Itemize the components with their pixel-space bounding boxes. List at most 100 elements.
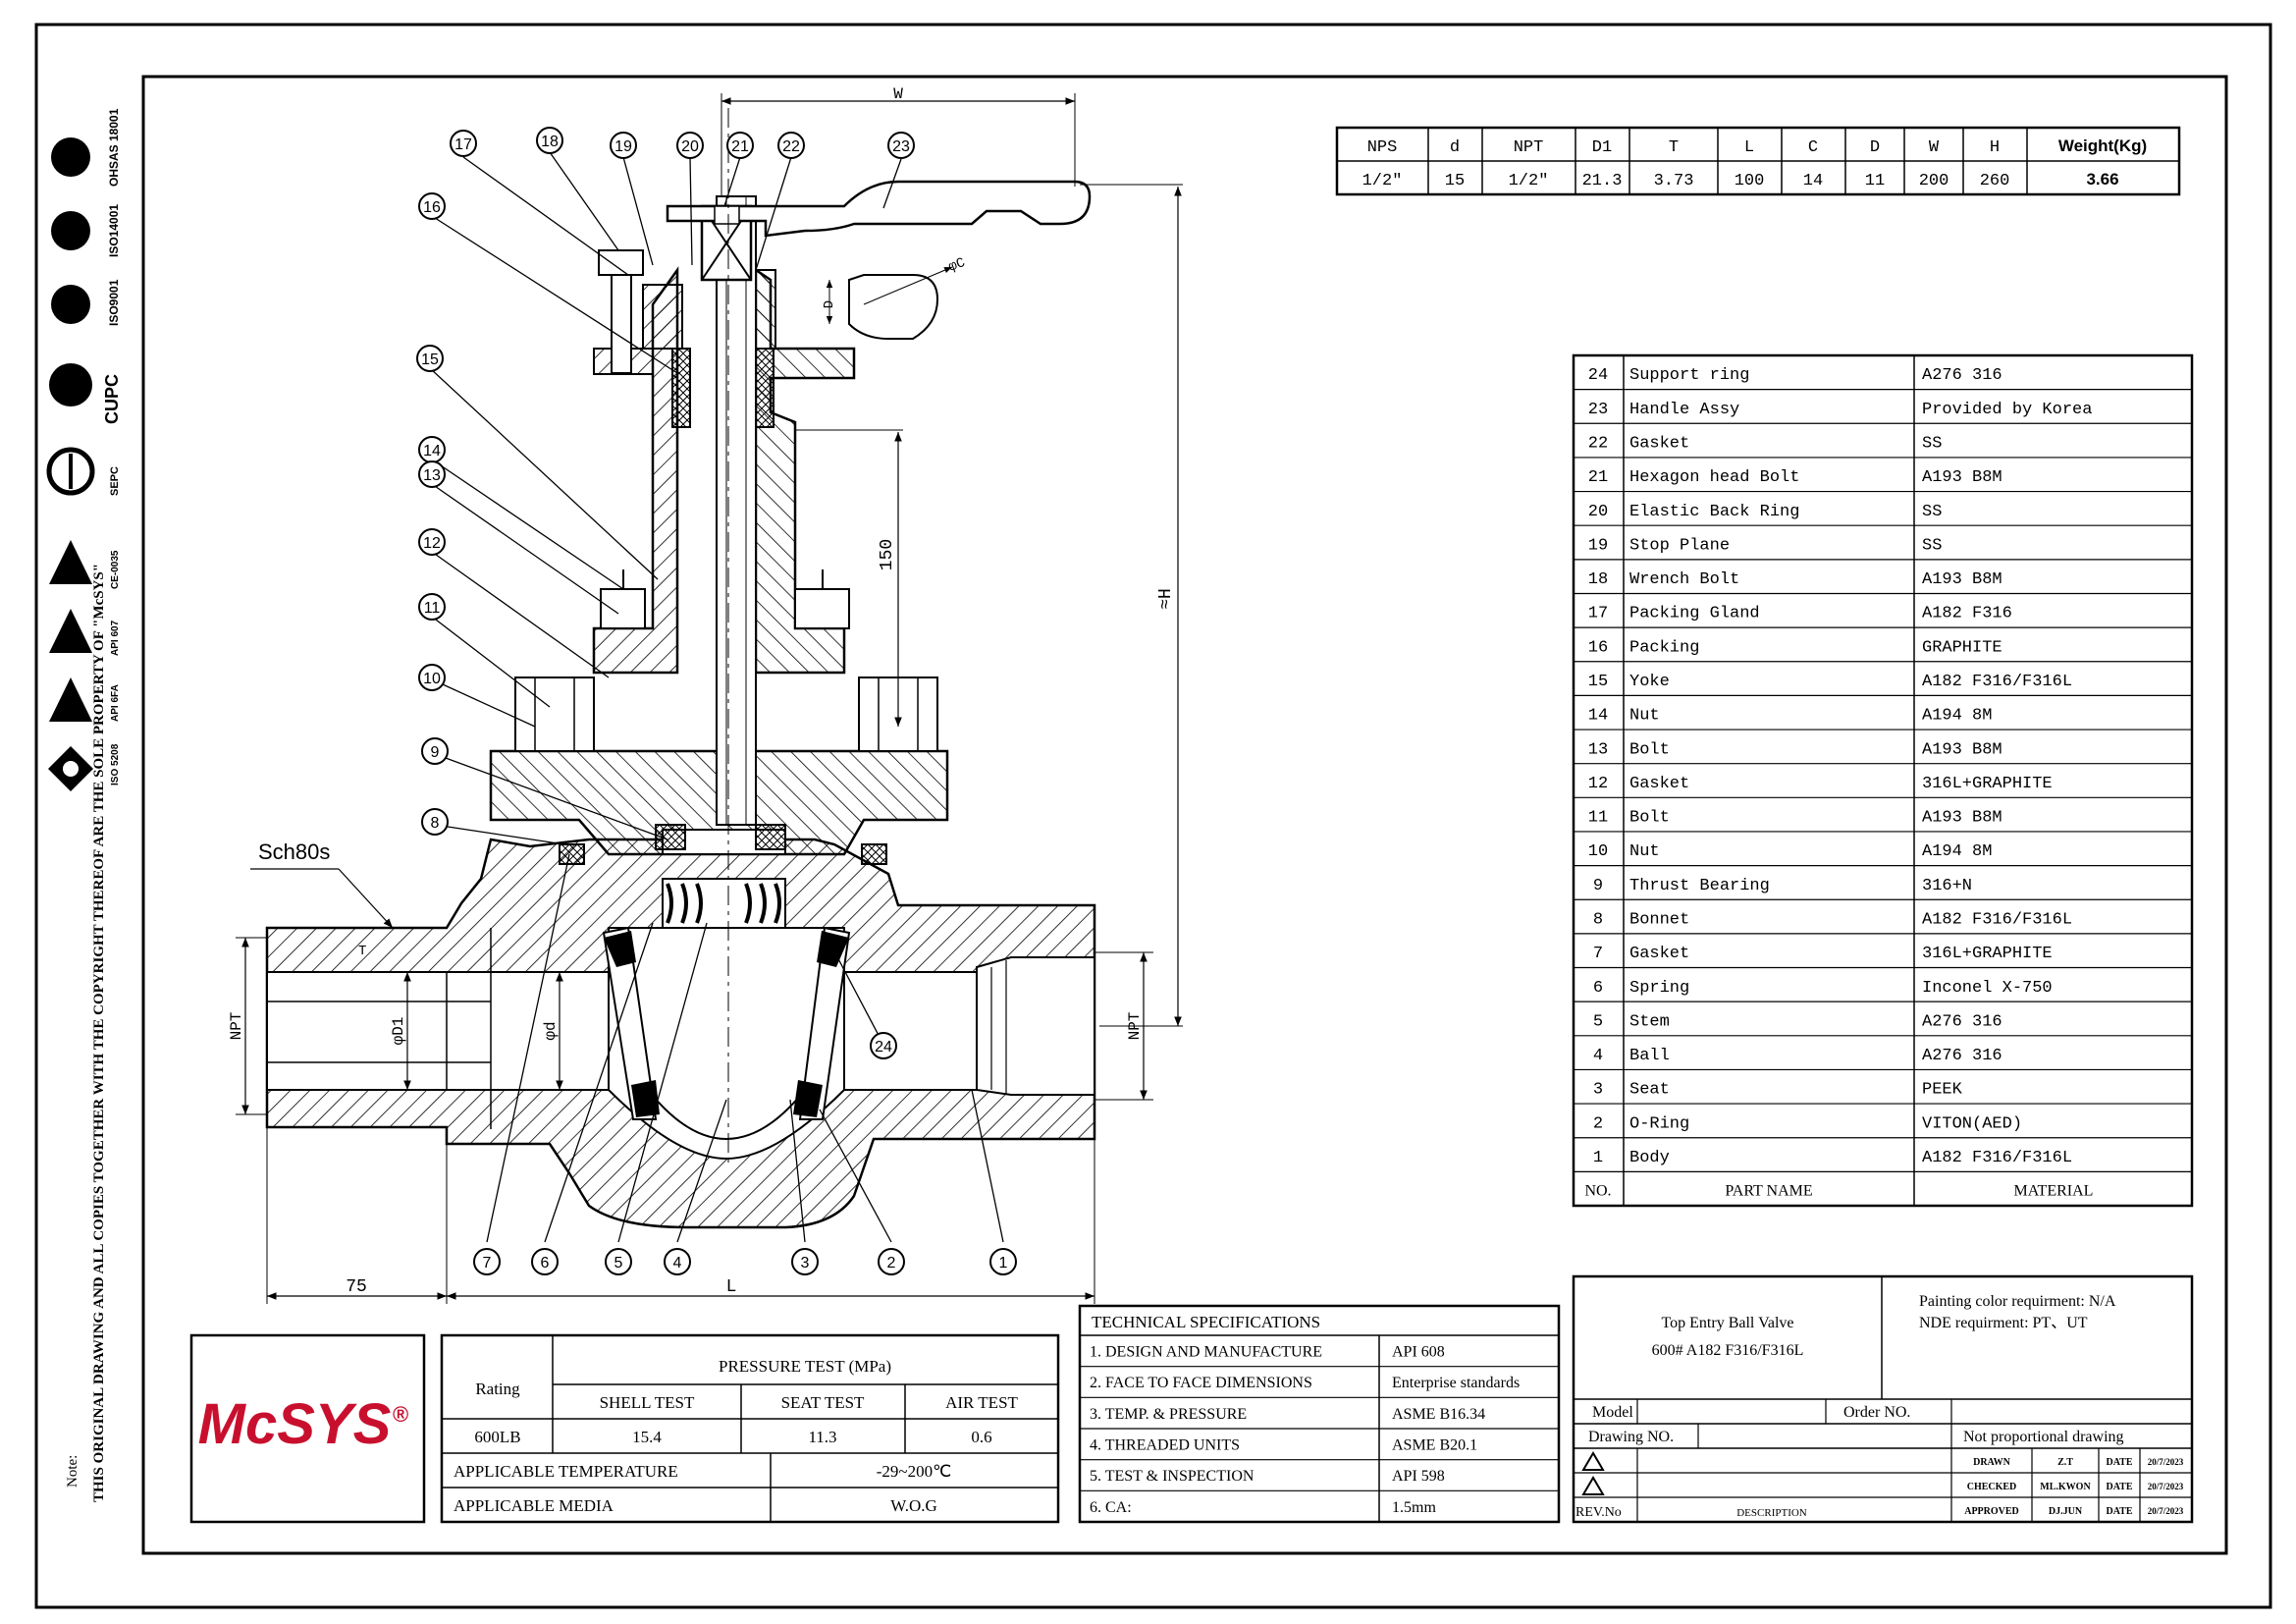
part-name: Bonnet (1629, 910, 1689, 929)
dim-value-w: 200 (1919, 172, 1949, 190)
handle (666, 180, 1092, 238)
balloon-label: 2 (887, 1255, 896, 1272)
parts-footer-name: PART NAME (1725, 1183, 1812, 1200)
temp-label: APPLICABLE TEMPERATURE (454, 1462, 678, 1481)
balloon-23 (887, 132, 915, 159)
tech-spec-label: 4. THREADED UNITS (1090, 1437, 1240, 1454)
tech-spec-value: API 608 (1392, 1344, 1445, 1361)
sign-name: ML.KWON (2040, 1482, 2091, 1492)
spring (662, 878, 786, 929)
balloon-18 (536, 127, 563, 154)
balloon-12 (418, 528, 446, 556)
svg-text:API 607: API 607 (110, 620, 121, 656)
right-seat (798, 926, 851, 1120)
sign-date-label: DATE (2106, 1506, 2132, 1517)
sign-name: Z.T (2057, 1457, 2073, 1468)
hex-head-bolt (714, 205, 740, 225)
sepc-seal-icon: SEPC (46, 447, 121, 496)
dim-h-label: ≈H (1156, 588, 1176, 610)
balloon-19 (610, 132, 637, 159)
dim-header-h: H (1990, 138, 2000, 157)
dim-t-label: T (358, 944, 366, 959)
balloon-21 (726, 132, 754, 159)
balloon-label: 4 (673, 1255, 682, 1272)
dim-value-l: 100 (1735, 172, 1765, 190)
balloon-label: 7 (483, 1255, 492, 1272)
balloon-label: 3 (801, 1255, 810, 1272)
part-material: SS (1922, 435, 1942, 454)
balloon-label: 21 (731, 138, 749, 155)
title-line-1: Top Entry Ball Valve (1661, 1315, 1793, 1331)
balloon-label: 5 (614, 1255, 623, 1272)
balloon-8 (421, 808, 449, 836)
balloon-6 (531, 1248, 559, 1275)
tech-spec-label: 6. CA: (1090, 1499, 1132, 1516)
balloon-label: 19 (614, 138, 632, 155)
part-material: SS (1922, 503, 1942, 521)
packing-gland (642, 284, 683, 350)
technical-specifications-table: TECHNICAL SPECIFICATIONS 1. DESIGN AND M… (1078, 1304, 1561, 1524)
dim-value-h: 260 (1980, 172, 2010, 190)
dim-header-d: d (1450, 138, 1460, 157)
balloon-label: 11 (424, 600, 441, 617)
tech-spec-label: 3. TEMP. & PRESSURE (1090, 1406, 1247, 1423)
part-name: Elastic Back Ring (1629, 503, 1799, 521)
dim-header-dd: D (1870, 138, 1880, 157)
dim-d-label: φd (542, 1021, 560, 1040)
balloon-9 (421, 737, 449, 765)
packing-left (671, 348, 691, 428)
part-no: 2 (1593, 1114, 1603, 1133)
balloon-label: 14 (423, 443, 441, 460)
part-no: 20 (1588, 503, 1608, 521)
tech-spec-value: ASME B20.1 (1392, 1437, 1477, 1454)
dim-w-label: W (893, 85, 903, 103)
part-name: Handle Assy (1629, 401, 1739, 419)
iso5208-diamond-icon: ISO 5208 (48, 743, 121, 791)
part-name: O-Ring (1629, 1114, 1689, 1133)
parts-footer-material: MATERIAL (2014, 1183, 2094, 1200)
certification-marks: OHSAS 18001 ISO14001 ISO9001 CUPC SEPC C… (46, 108, 122, 791)
api-triangle-icon: CE-0035 (49, 540, 121, 589)
part-no: 7 (1593, 945, 1603, 963)
tech-spec-label: 1. DESIGN AND MANUFACTURE (1090, 1344, 1322, 1361)
sign-role: APPROVED (1964, 1506, 2019, 1517)
title-block: Top Entry Ball Valve 600# A182 F316/F316… (1572, 1274, 2194, 1524)
ohsas-seal-icon: OHSAS 18001 (51, 108, 121, 187)
part-no: 4 (1593, 1047, 1603, 1065)
thrust-bearing-right (755, 824, 786, 850)
part-no: 21 (1588, 468, 1608, 487)
leader-lines (429, 151, 1004, 1243)
balloon-2 (878, 1248, 905, 1275)
part-material: A193 B8M (1922, 809, 2002, 828)
part-material: A193 B8M (1922, 570, 2002, 589)
balloon-22 (777, 132, 805, 159)
part-material: A193 B8M (1922, 468, 2002, 487)
part-no: 6 (1593, 979, 1603, 998)
part-material: A182 F316/F316L (1922, 673, 2072, 691)
part-no: 13 (1588, 740, 1608, 759)
parts-footer-no: NO. (1584, 1183, 1611, 1200)
part-material: A182 F316/F316L (1922, 1149, 2072, 1167)
api6fa-triangle-icon: API 6FA (49, 677, 121, 722)
tech-spec-value: Enterprise standards (1392, 1375, 1520, 1391)
part-no: 10 (1588, 842, 1608, 861)
yoke-left (592, 266, 679, 675)
part-name: Gasket (1629, 945, 1689, 963)
painting-requirement: Painting color requirment: N/A (1919, 1293, 2116, 1310)
part-no: 9 (1593, 877, 1603, 895)
dim-dd-label: D (822, 300, 837, 308)
balloon-label: 10 (423, 671, 441, 687)
sign-name: DJ.JUN (2049, 1506, 2083, 1517)
dim-value-d1: 21.3 (1582, 172, 1623, 190)
revision-2-icon (1581, 1451, 1605, 1471)
dim-value-dd: 11 (1865, 172, 1885, 190)
nde-requirement: NDE requirment: PT、UT (1919, 1315, 2088, 1331)
part-no: 18 (1588, 570, 1608, 589)
svg-text:CE-0035: CE-0035 (110, 550, 121, 589)
pressure-test-title: PRESSURE TEST (MPa) (719, 1357, 891, 1376)
balloon-label: 1 (999, 1255, 1008, 1272)
part-no: 16 (1588, 638, 1608, 657)
api607-triangle-icon: API 607 (49, 609, 121, 656)
